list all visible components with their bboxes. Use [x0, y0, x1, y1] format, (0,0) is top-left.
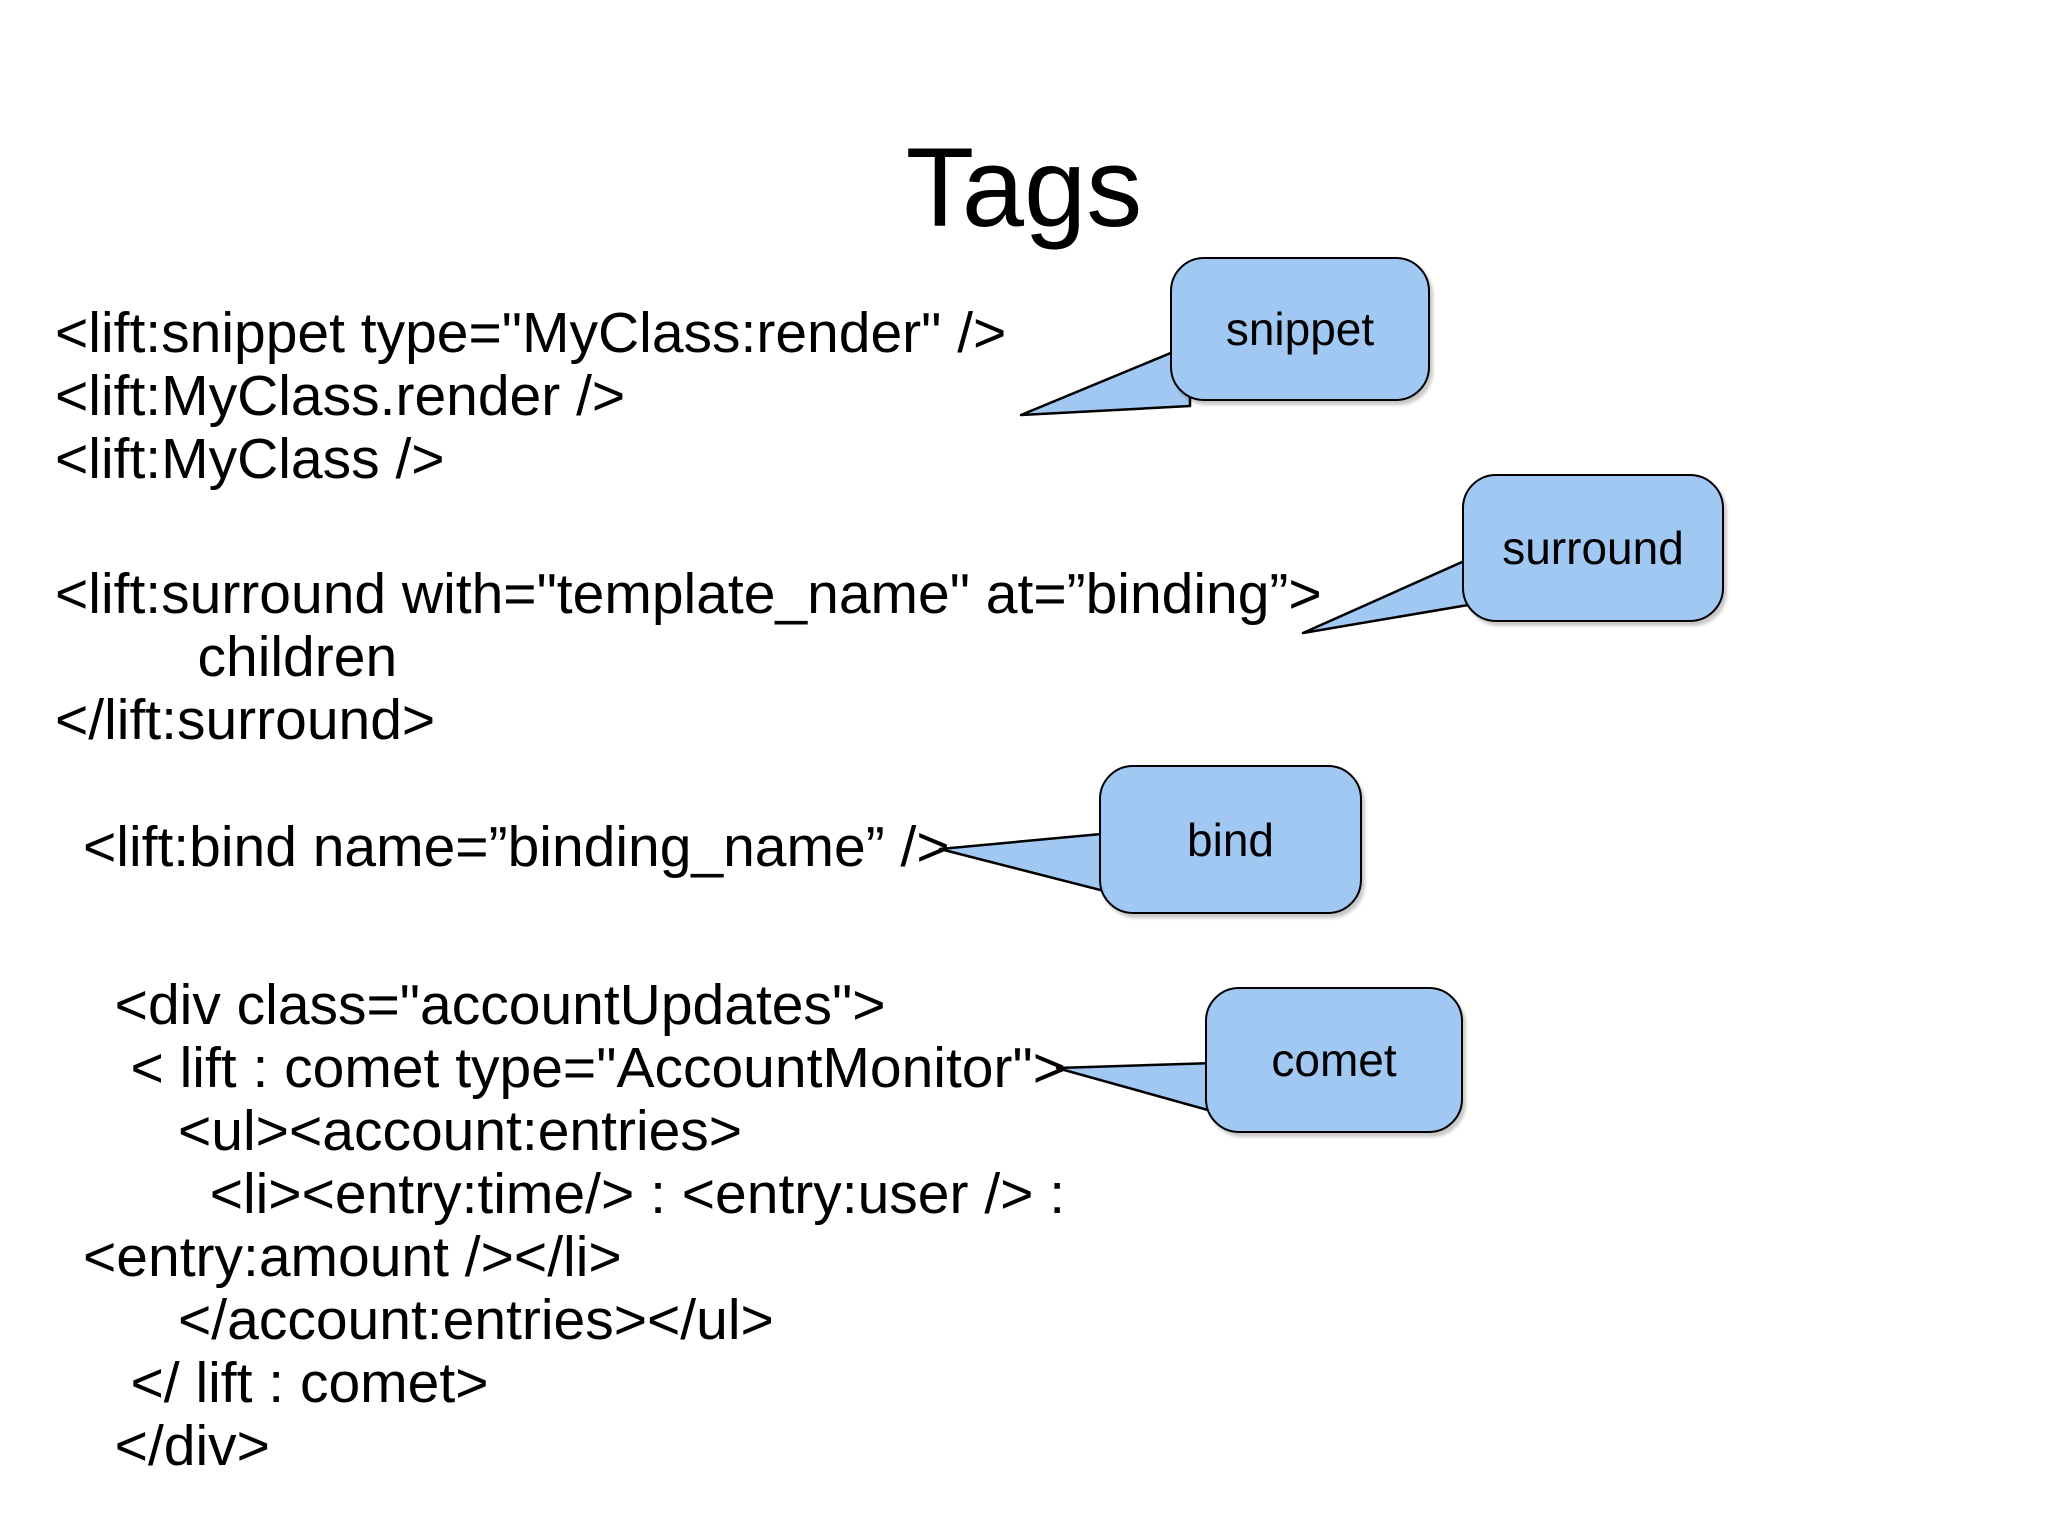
- bind-callout-tail: [938, 831, 1114, 895]
- surround-callout-label: surround: [1502, 522, 1684, 574]
- code-line: <lift:MyClass.render />: [55, 364, 626, 428]
- code-line: </account:entries></ul>: [83, 1288, 774, 1352]
- code-line: <entry:amount /></li>: [83, 1225, 622, 1289]
- snippet-callout-label: snippet: [1225, 303, 1375, 355]
- code-line: </ lift : comet>: [83, 1351, 489, 1415]
- bind-callout-label: bind: [1187, 813, 1274, 866]
- comet-callout-label: comet: [1271, 1034, 1397, 1086]
- code-line: <lift:snippet type="MyClass:render" />: [55, 301, 1007, 365]
- code-line: <div class="accountUpdates">: [83, 973, 886, 1037]
- snippet-code-block: <lift:snippet type="MyClass:render" /> <…: [55, 302, 1006, 491]
- surround-callout: surround: [1462, 474, 1724, 622]
- comet-code-block: <div class="accountUpdates"> < lift : co…: [83, 974, 1066, 1478]
- code-line: </div>: [83, 1414, 270, 1478]
- code-line: < lift : comet type="AccountMonitor">: [83, 1036, 1067, 1100]
- code-line: <ul><account:entries>: [83, 1099, 743, 1163]
- code-line: <lift:surround with="template_name" at=”…: [55, 562, 1322, 626]
- code-line: <lift:bind name=”binding_name” />: [83, 815, 950, 879]
- code-line: children: [55, 625, 398, 689]
- slide-title: Tags: [905, 125, 1143, 250]
- code-line: <lift:MyClass />: [55, 427, 445, 491]
- surround-code-block: <lift:surround with="template_name" at=”…: [55, 563, 1322, 752]
- code-line: </lift:surround>: [55, 688, 436, 752]
- surround-callout-tail: [1301, 552, 1482, 635]
- comet-callout-tail: [1055, 1061, 1217, 1114]
- code-line: <li><entry:time/> : <entry:user /> :: [83, 1162, 1066, 1226]
- bind-callout: bind: [1099, 765, 1362, 914]
- bind-code-block: <lift:bind name=”binding_name” />: [83, 816, 950, 879]
- snippet-callout: snippet: [1170, 257, 1430, 401]
- snippet-callout-tail: [1019, 343, 1192, 417]
- comet-callout: comet: [1205, 987, 1463, 1133]
